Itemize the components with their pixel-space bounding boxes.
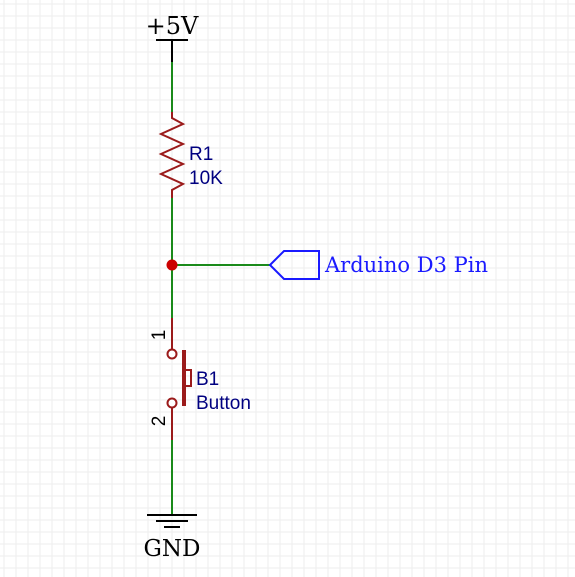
resistor-ref: R1 — [189, 144, 213, 165]
button-ref: B1 — [196, 369, 219, 390]
net-label-arduino-d3: Arduino D3 Pin — [268, 250, 488, 280]
button-pin1-number: 1 — [149, 330, 170, 341]
net-label-text: Arduino D3 Pin — [324, 253, 488, 277]
wires — [171, 62, 270, 515]
ground-symbol: GND — [144, 514, 201, 562]
junction-dot — [166, 259, 178, 271]
resistor-r1: R1 10K — [158, 112, 223, 198]
button-value: Button — [196, 393, 251, 414]
net-label-flag — [268, 250, 320, 280]
power-label: +5V — [146, 12, 199, 40]
resistor-zigzag — [158, 112, 186, 198]
button-contact-2 — [166, 397, 178, 409]
button-contact-1 — [166, 348, 178, 360]
pushbutton-b1: 1 2 B1 Button — [149, 318, 251, 440]
button-pin2-number: 2 — [149, 416, 170, 427]
power-supply-symbol: +5V — [146, 12, 199, 62]
ground-label: GND — [144, 536, 201, 562]
button-actuator-cap — [184, 369, 192, 387]
resistor-value: 10K — [189, 168, 223, 189]
